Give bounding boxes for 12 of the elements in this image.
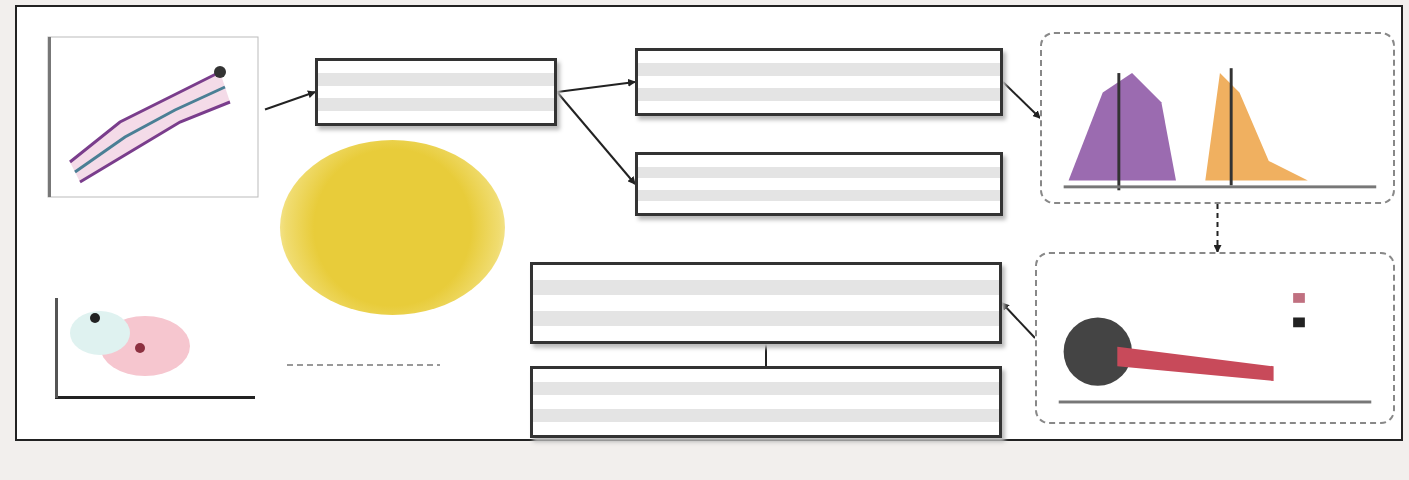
table-box xyxy=(530,366,1002,438)
arrow xyxy=(1002,81,1041,119)
arrow xyxy=(556,91,636,185)
connector-line xyxy=(765,343,767,367)
table-box xyxy=(315,58,557,126)
table-box xyxy=(530,262,1002,344)
table-box xyxy=(635,152,1003,216)
arrow xyxy=(1001,302,1036,339)
table-box xyxy=(635,48,1003,116)
arrow xyxy=(264,90,316,111)
arrow xyxy=(556,78,636,93)
arrow xyxy=(1213,203,1222,253)
